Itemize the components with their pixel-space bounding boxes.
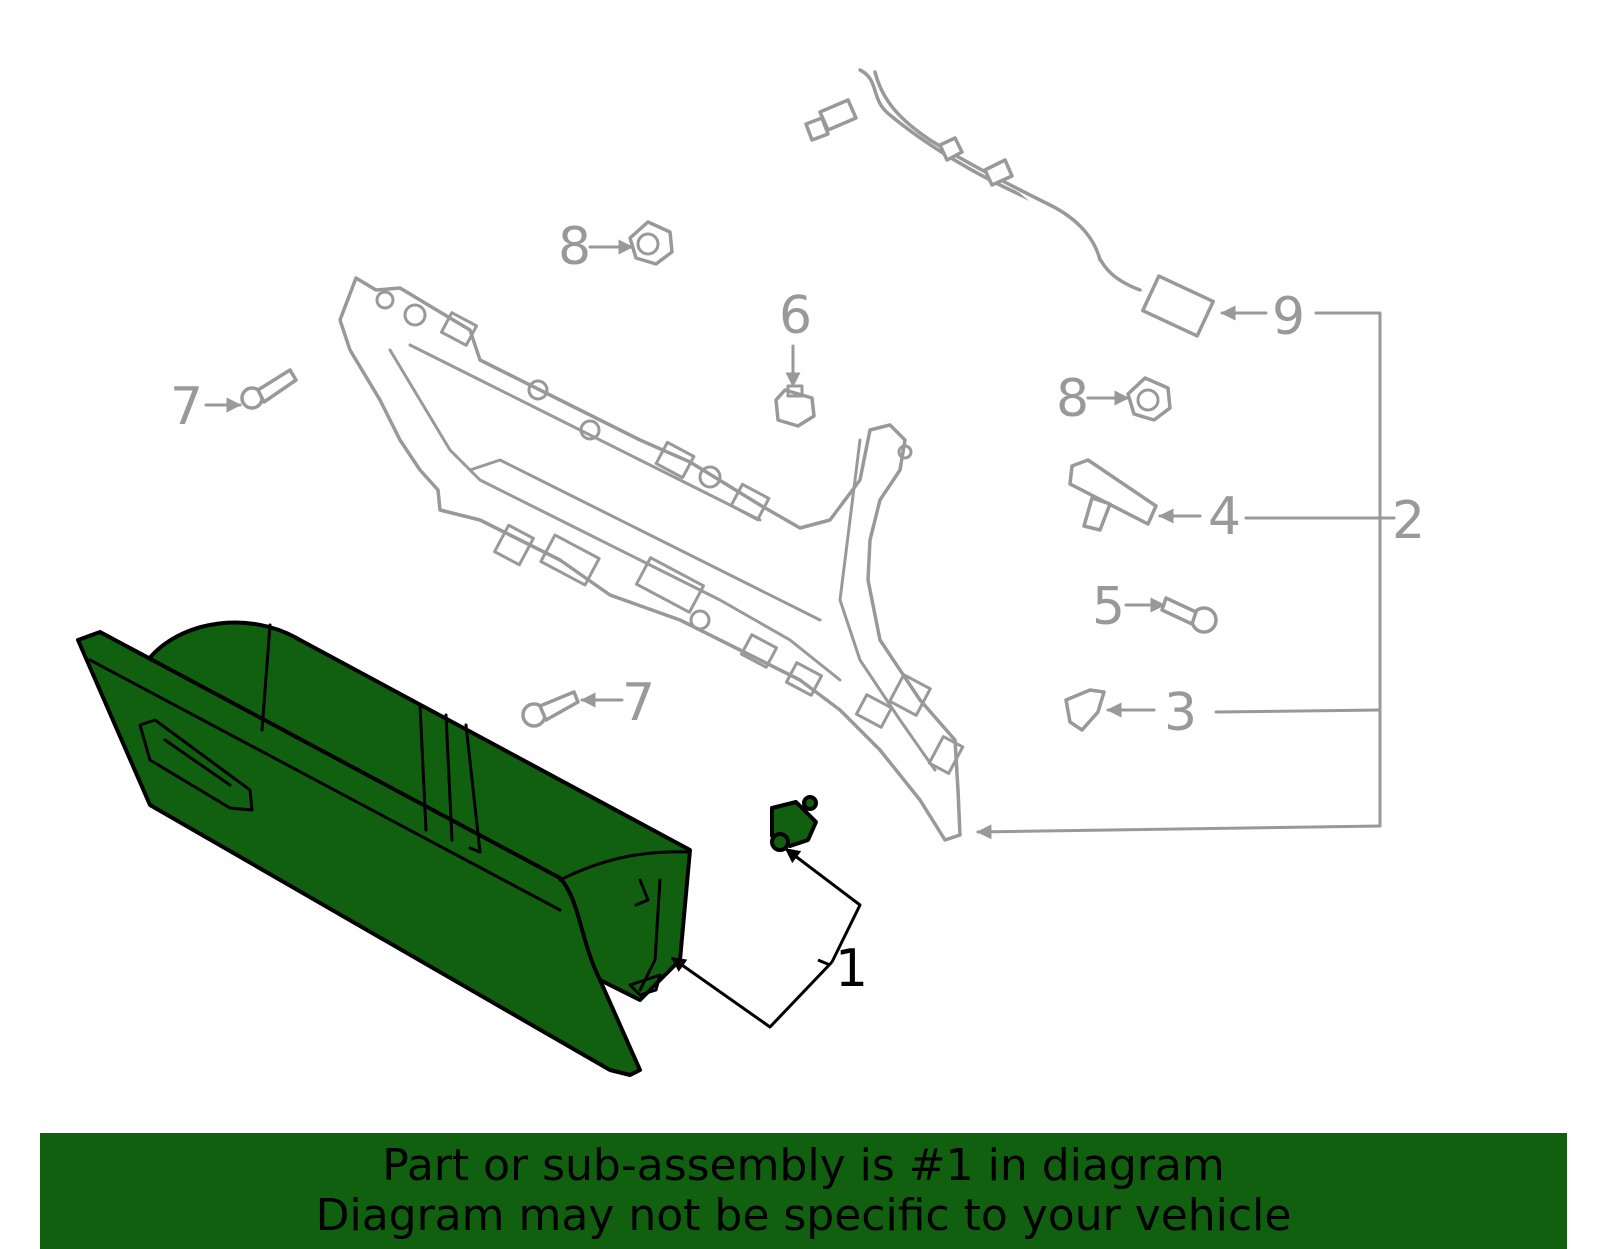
callout-6: 6 [779, 286, 812, 346]
callout-2: 2 [1392, 491, 1425, 551]
disclaimer-line-2: Diagram may not be specific to your vehi… [315, 1190, 1292, 1241]
callout-1: 1 [835, 939, 868, 999]
clip-part-6 [774, 384, 816, 428]
callout-8-upper: 8 [558, 217, 591, 277]
callout-7-upper: 7 [170, 377, 203, 437]
disclaimer-banner: Part or sub-assembly is #1 in diagram Di… [40, 1133, 1567, 1249]
nut-part-8-upper [628, 220, 674, 266]
glove-box-part-1 [76, 620, 692, 1077]
callout-8-lower: 8 [1056, 369, 1089, 429]
screw-part-5 [1160, 596, 1218, 634]
callout-3: 3 [1164, 683, 1197, 743]
clip-part-3 [1064, 688, 1106, 732]
pin-part-4 [1068, 458, 1158, 532]
callout-5: 5 [1092, 577, 1125, 637]
glovebox-frame-part [338, 276, 965, 842]
callout-4: 4 [1208, 487, 1241, 547]
callout-9: 9 [1272, 287, 1305, 347]
callout-7-lower: 7 [622, 673, 655, 733]
nut-part-8-lower [1126, 376, 1172, 422]
bolt-part-7-upper [240, 368, 298, 410]
cable-harness-part [804, 68, 1215, 338]
glove-box-knob-part-1 [770, 795, 818, 852]
leader-lines [204, 239, 1396, 1029]
bolt-part-7-lower [521, 690, 580, 728]
disclaimer-line-1: Part or sub-assembly is #1 in diagram [382, 1140, 1225, 1191]
